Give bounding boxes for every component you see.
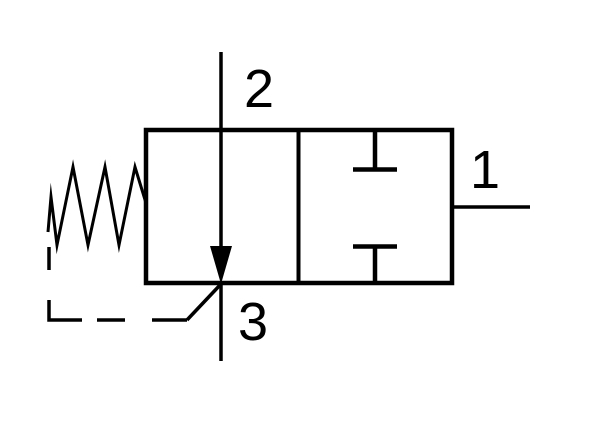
pilot-line-group: [47, 247, 223, 322]
port-2-label: 2: [244, 59, 274, 119]
flow-arrowhead-down-icon: [210, 246, 232, 284]
port-1-label: 1: [470, 140, 500, 200]
blocked-port-bottom-icon: [353, 244, 397, 282]
port-labels: 2 1 3: [238, 59, 500, 352]
blocked-position-group: [353, 131, 397, 282]
port-3-label: 3: [238, 292, 268, 352]
valve-body: [143, 127, 455, 286]
spring-icon: [46, 159, 148, 255]
pilot-line-diagonal: [185, 282, 223, 322]
blocked-port-top-icon: [353, 131, 397, 172]
pilot-line-dashed: [47, 247, 187, 322]
flow-path-group: [210, 52, 232, 361]
